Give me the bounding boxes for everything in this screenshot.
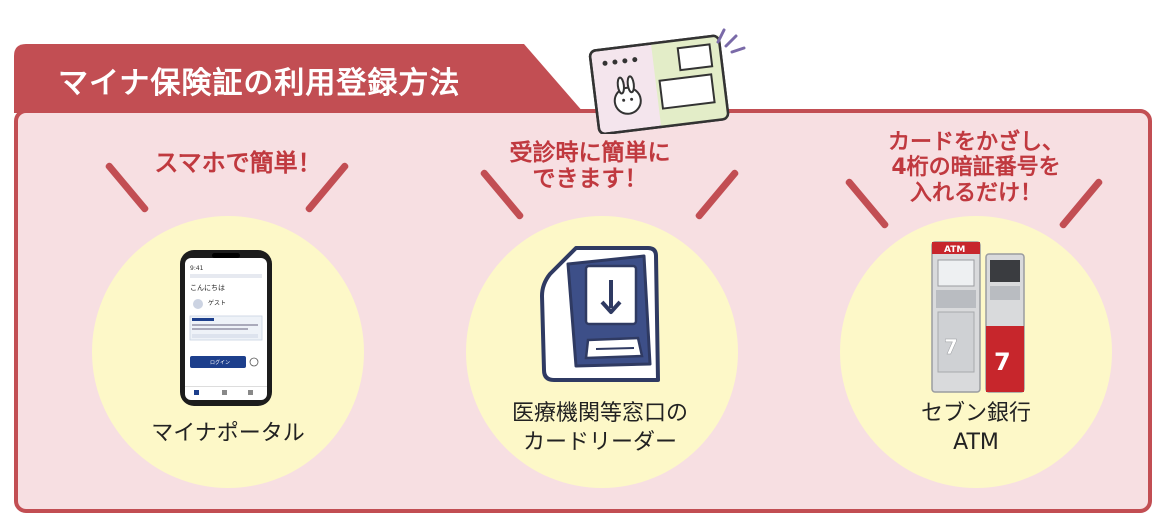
headline-card-reader: 受診時に簡単に できます！	[509, 140, 671, 193]
my-number-card-icon	[588, 28, 746, 134]
smartphone-icon: 9:41 こんにちは ゲスト ログイン	[180, 250, 272, 406]
atm-sign: ATM	[944, 245, 965, 255]
headline-smartphone: スマホで簡単！	[154, 149, 322, 177]
svg-text:7: 7	[944, 335, 958, 359]
atm-icon: ATM 7 7	[931, 241, 1025, 393]
phone-greeting: こんにちは	[190, 284, 225, 292]
page-title: マイナ保険証の利用登録方法	[58, 66, 461, 101]
label-card-reader: 医療機関等窓口の カードリーダー	[511, 401, 688, 455]
header-tab	[14, 44, 584, 113]
label-smartphone: マイナポータル	[151, 421, 305, 446]
svg-text:7: 7	[994, 348, 1011, 376]
label-atm: セブン銀行 ATM	[920, 401, 1031, 455]
phone-user: ゲスト	[208, 299, 226, 307]
phone-login-button: ログイン	[210, 359, 230, 366]
phone-time: 9:41	[190, 265, 204, 272]
card-reader-icon	[540, 246, 660, 382]
headline-atm: カードをかざし、 4桁の暗証番号を 入れるだけ！	[887, 130, 1064, 206]
